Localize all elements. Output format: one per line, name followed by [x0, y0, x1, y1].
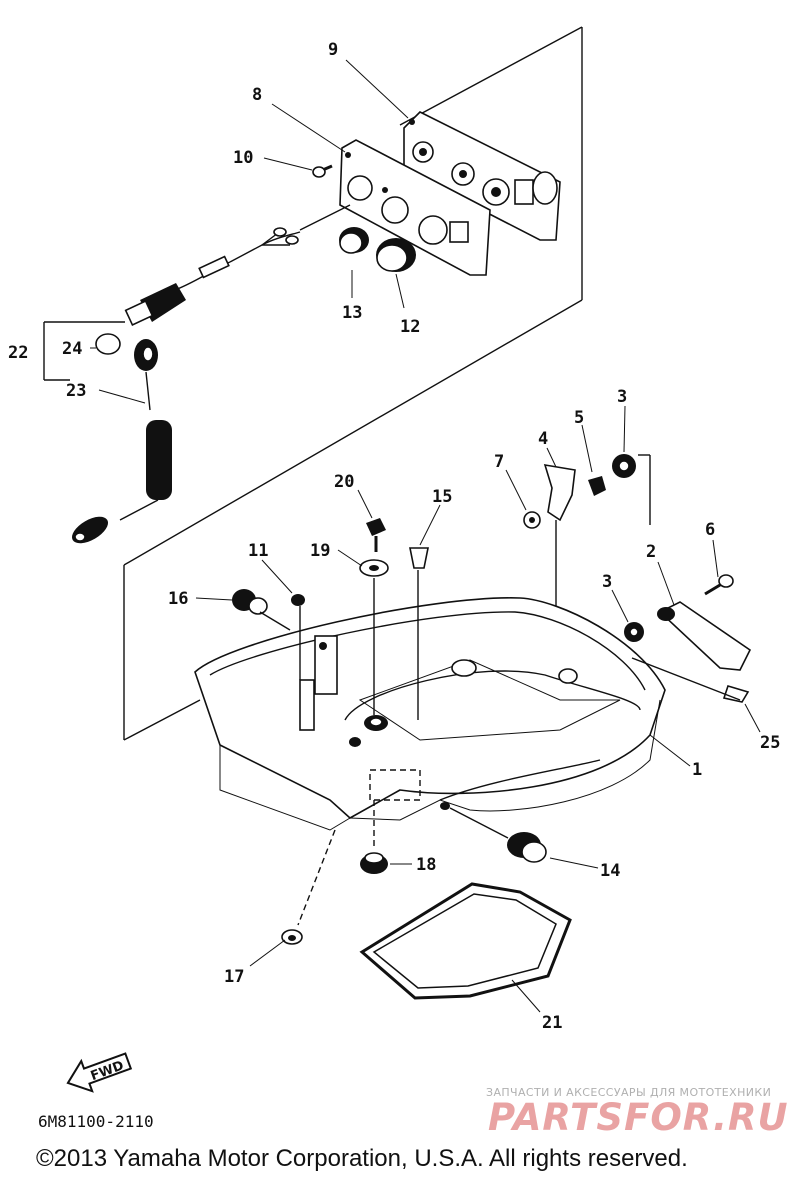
stop-switch-assembly: [124, 204, 351, 326]
panel-gasket: [339, 139, 491, 276]
callout-numbers: 1 2 3 3 4 5 6 7 8 9 10 11 12 13 14 15 16…: [8, 40, 780, 1033]
watermark-tagline: ЗАПЧАСТИ И АКСЕССУАРЫ ДЛЯ МОТОТЕХНИКИ: [486, 1086, 772, 1099]
panel-plate: [403, 111, 561, 241]
grommet-parts: [232, 589, 305, 680]
callout-1: 1: [692, 760, 702, 780]
plug-small: [339, 227, 369, 254]
callout-3-lower: 3: [602, 572, 612, 592]
drain-plug: [281, 829, 336, 945]
watermark-brand: PARTSFOR.RU: [488, 1096, 789, 1139]
callout-21: 21: [542, 1013, 562, 1033]
label-sticker: [631, 657, 741, 701]
callout-4: 4: [538, 429, 548, 449]
upper-assembly-boundary: [123, 26, 583, 741]
bolt-washer-valve: [359, 518, 429, 720]
callout-16: 16: [168, 589, 188, 609]
lever-assembly: [624, 574, 752, 703]
callout-17: 17: [224, 967, 244, 987]
bottom-seal: [359, 882, 572, 1000]
callout-3-upper: 3: [617, 387, 627, 407]
callout-14: 14: [600, 861, 620, 881]
callout-20: 20: [334, 472, 354, 492]
screw: [312, 164, 333, 178]
drain-grommet: [360, 800, 388, 874]
leader-lines: [90, 59, 761, 1013]
callout-24: 24: [62, 339, 82, 359]
lanyard-cord: [71, 339, 172, 544]
switch-cap: [95, 333, 121, 355]
callout-25: 25: [760, 733, 780, 753]
fwd-arrow-icon: FWD: [66, 1052, 133, 1093]
callout-18: 18: [416, 855, 436, 875]
callout-19: 19: [310, 541, 330, 561]
callout-6: 6: [705, 520, 715, 540]
part-code: 6M81100-2110: [38, 1112, 154, 1131]
callout-23: 23: [66, 381, 86, 401]
callout-bracket-22: [43, 321, 125, 381]
callout-13: 13: [342, 303, 362, 323]
callout-22: 22: [8, 343, 28, 363]
plug-large: [376, 238, 416, 272]
callout-7: 7: [494, 452, 504, 472]
callout-9: 9: [328, 40, 338, 60]
callout-5: 5: [574, 408, 584, 428]
callout-12: 12: [400, 317, 420, 337]
callout-15: 15: [432, 487, 452, 507]
bottom-cowling: [194, 597, 666, 831]
callout-11: 11: [248, 541, 268, 561]
copyright-notice: ©2013 Yamaha Motor Corporation, U.S.A. A…: [36, 1145, 688, 1172]
callout-8: 8: [252, 85, 262, 105]
callout-10: 10: [233, 148, 253, 168]
callout-2: 2: [646, 542, 656, 562]
side-grommet: [449, 807, 547, 863]
